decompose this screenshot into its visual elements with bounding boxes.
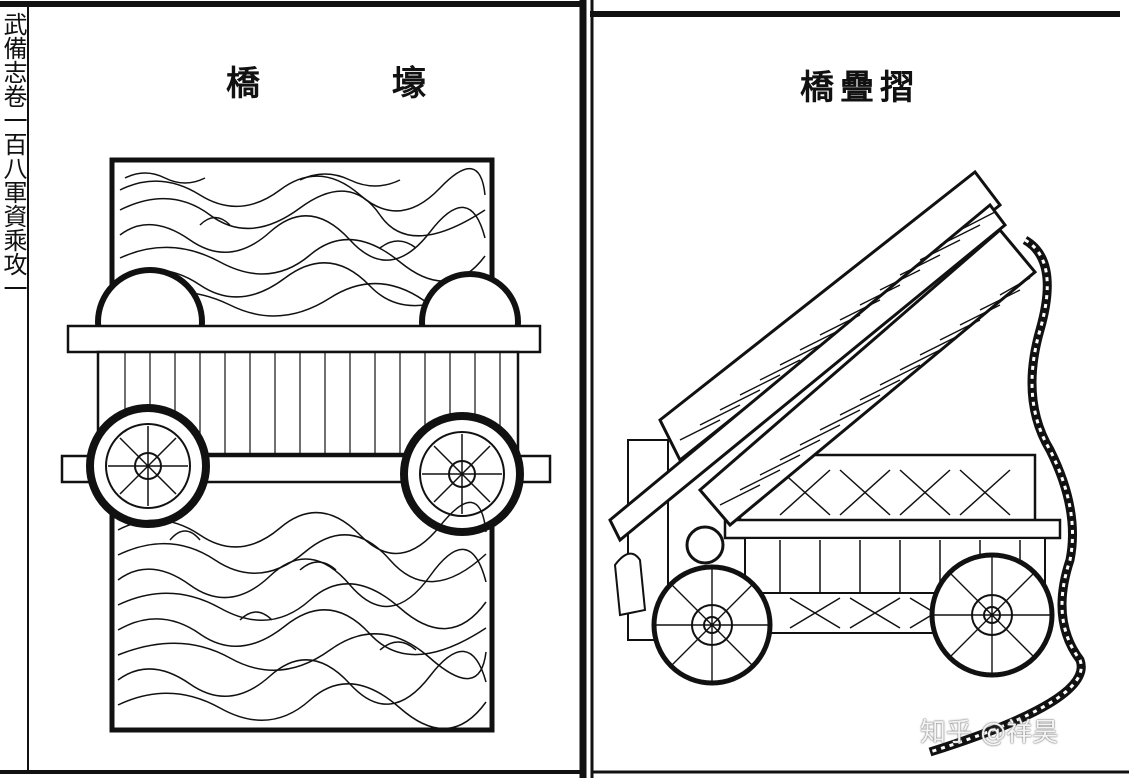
side-margin-text: 武備志卷一百八軍資乘攻一 [0,12,27,300]
folding-bridge-illustration [608,169,1086,757]
left-page-title: 橋 壕 [226,64,486,104]
ladder-sections [608,169,1038,543]
watermark: 知乎 @祥昊 [920,718,1059,748]
right-page-title: 橋疊摺 [800,68,920,108]
waves-bottom [117,501,487,730]
moat-bridge-illustration [60,157,552,733]
